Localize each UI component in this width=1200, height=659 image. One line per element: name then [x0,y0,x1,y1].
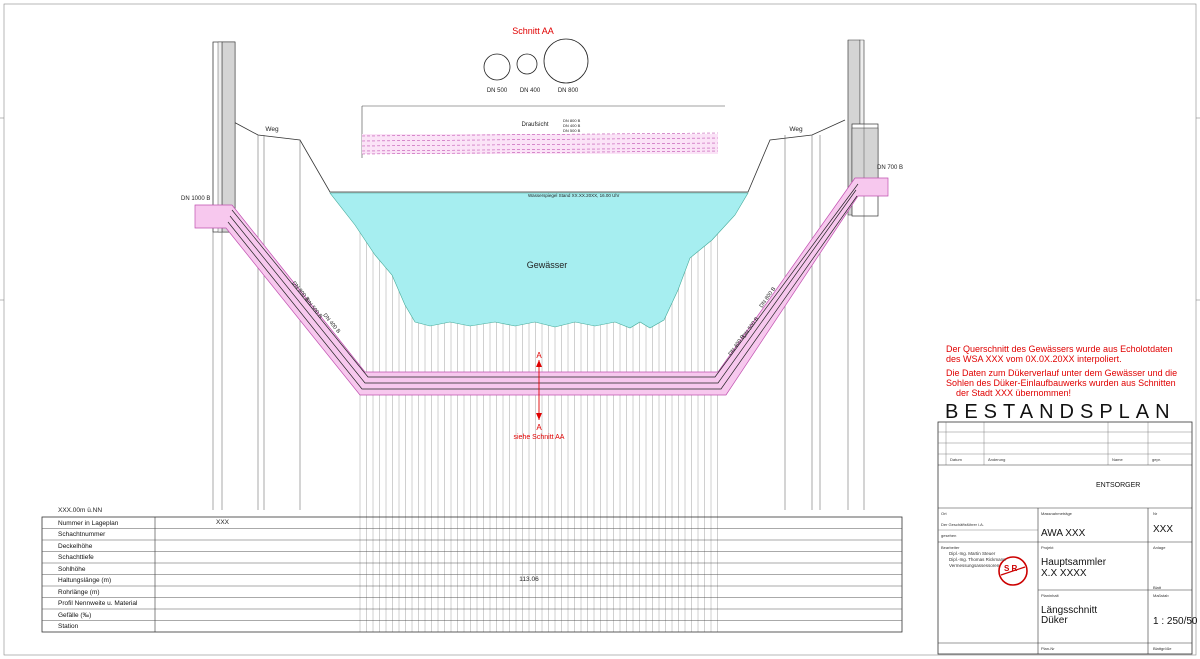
section-marker: A A siehe Schnitt AA [514,351,565,441]
nummer-value: XXX [216,519,230,526]
title-block [937,421,1193,655]
terrain-profile [229,119,846,193]
section-aa: Schnitt AA DN 500 DN 400 DN 800 [483,26,589,94]
right-shaft: DN 700 B [847,39,903,510]
path-label-left: Weg [265,126,279,133]
section-marker-top: A [536,351,542,360]
sheet-frame [3,3,1197,656]
plan-pipe-label: DN 800 B [563,118,581,123]
datum-label: XXX.00m ü.NN [58,507,102,514]
circle-label-dn800: DN 800 [558,88,579,94]
pipe-circle-dn400 [516,53,538,75]
pipe-circle-dn500 [483,53,511,81]
plan-pipe-label: DN 400 B [563,123,581,128]
haltungslaenge-value: 113.06 [519,576,539,583]
circle-label-dn500: DN 500 [487,88,508,94]
section-title: Schnitt AA [512,26,554,36]
profile-table: XXX.00m ü.NN XXX 113.06 [41,507,903,633]
plan-view-label: Draufsicht [521,122,548,128]
circle-label-dn400: DN 400 [520,88,541,94]
left-shaft-label: DN 1000 B [181,196,210,202]
right-shaft-label: DN 700 B [877,165,903,171]
left-shaft: DN 1000 B [181,41,236,510]
water-label: Gewässer [527,260,568,270]
pipe-circle-dn800 [543,38,589,84]
water-body [329,192,749,329]
section-marker-ref: siehe Schnitt AA [514,434,565,441]
plan-view: Draufsicht DN 800 B DN 400 B DN 500 B [361,105,725,158]
section-marker-bottom: A [536,423,542,432]
water-level-text: Wasserspiegel Stand XX.XX.20XX, 16.00 Uh… [528,193,620,198]
plan-pipe-label: DN 500 B [563,128,581,133]
path-label-right: Weg [789,126,803,133]
